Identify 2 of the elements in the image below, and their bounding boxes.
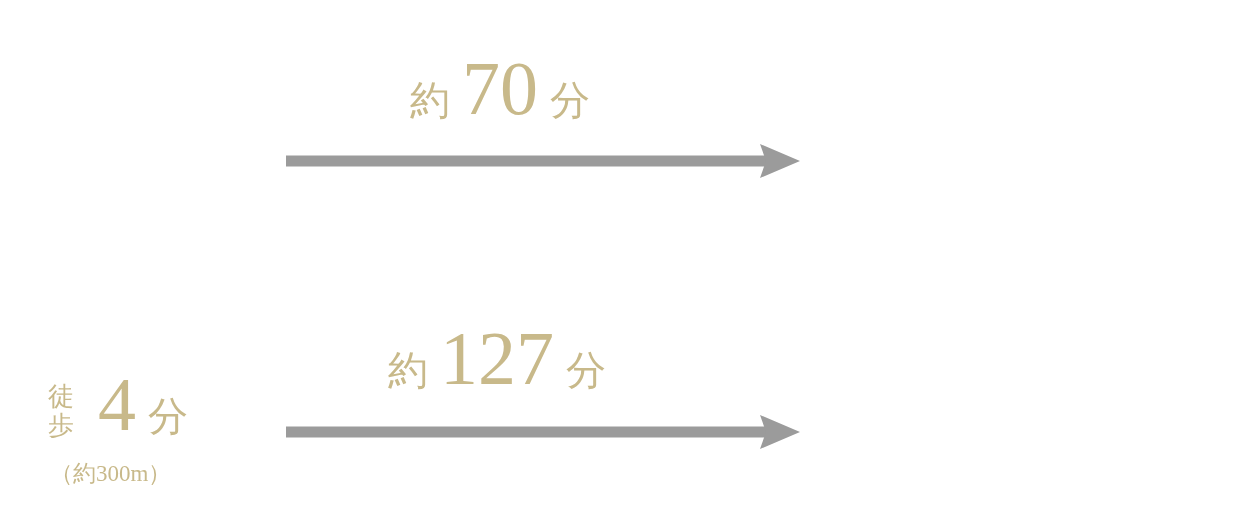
walk-label: 徒歩	[48, 383, 74, 441]
distance-label: （約300m）	[50, 462, 172, 485]
